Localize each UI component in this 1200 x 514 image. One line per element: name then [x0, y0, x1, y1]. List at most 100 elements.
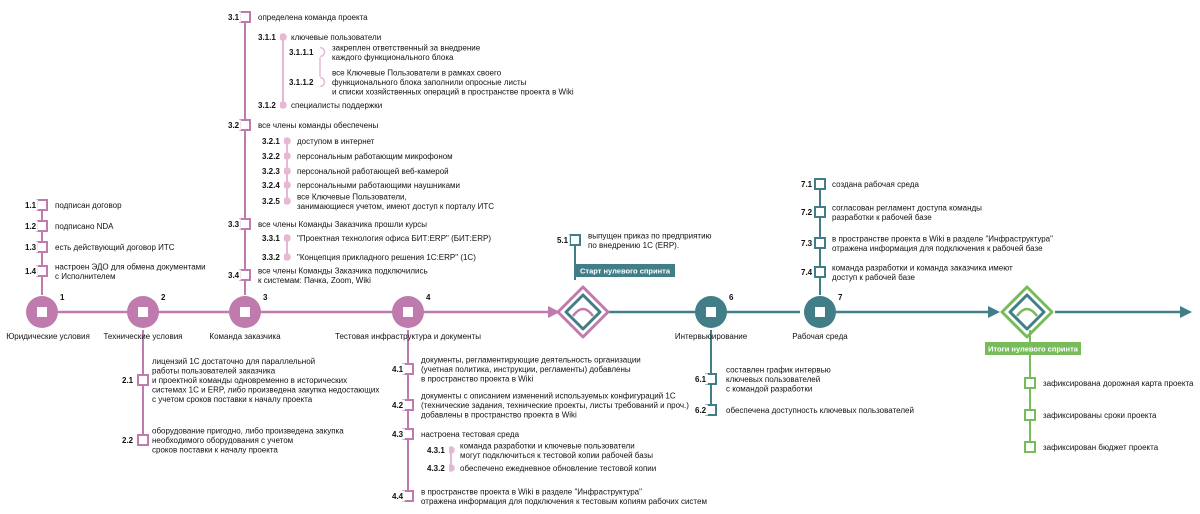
- item-text-line: в пространстве проекта в Wiki в разделе …: [832, 234, 1053, 243]
- item-text-line: зафиксирован бюджет проекта: [1043, 443, 1159, 452]
- item-text-line: к системам: Пачка, Zoom, Wiki: [258, 276, 371, 285]
- item-number-bg: [286, 46, 321, 58]
- item-text-line: занимающиеся учетом, имеют доступ к порт…: [297, 202, 494, 211]
- item-dot: [283, 253, 291, 261]
- item-text-line: персональным работающим микрофоном: [297, 152, 453, 161]
- item-text-line: лицензий 1С достаточно для параллельной: [152, 357, 315, 366]
- item-number: 3.2.3: [262, 167, 280, 176]
- item-text-line: есть действующий договор ИТС: [55, 243, 175, 252]
- item-number: 3.3.2: [262, 253, 280, 262]
- item-text-line: системах 1С и ERP, либо произведена заку…: [152, 386, 379, 395]
- item-text-line: и проектной команды одновременно в истор…: [152, 376, 347, 385]
- sprint-start-knot-icon-inner: [564, 293, 602, 331]
- milestone-label: Рабочая среда: [792, 332, 848, 341]
- item-dot: [447, 446, 455, 454]
- item-number: 6.1: [695, 375, 707, 384]
- item-number-bg: [259, 232, 284, 244]
- item-dot: [283, 197, 291, 205]
- item-dot: [283, 152, 291, 160]
- item-number-bg: [798, 237, 814, 249]
- item-number-bg: [225, 269, 241, 281]
- item-text-line: закреплен ответственный за внедрение: [332, 43, 481, 52]
- item-text-line: специалисты поддержки: [291, 101, 382, 110]
- item-number: 7.1: [801, 180, 813, 189]
- item-number: 1.3: [25, 243, 37, 252]
- item-text-line: документы, регламентирующие деятельность…: [421, 356, 641, 365]
- milestone-number: 3: [263, 293, 268, 302]
- item-number-bg: [255, 99, 280, 111]
- item-text-line: персональной работающей веб-камерой: [297, 167, 449, 176]
- item-dot: [279, 33, 287, 41]
- item-number: 7.2: [801, 208, 813, 217]
- item-text-line: подписан договор: [55, 201, 122, 210]
- item-text-line: и списки хозяйственных операций в простр…: [332, 88, 574, 97]
- item-checkbox: [239, 119, 251, 131]
- item-number: 3.2.1: [262, 137, 280, 146]
- sprint-result-knot-icon-inner: [1008, 293, 1046, 331]
- item-text-line: зафиксирована дорожная карта проекта: [1043, 379, 1194, 388]
- item-number: 4.3.2: [427, 464, 445, 473]
- item-number-bg: [798, 178, 814, 190]
- item-number: 3.3: [228, 220, 240, 229]
- item-checkbox: [814, 266, 826, 278]
- item-text-line: "Проектная технология офиса БИТ:ERP" (БИ…: [297, 234, 491, 243]
- item-text-line: определена команда проекта: [258, 13, 368, 22]
- item-checkbox: [814, 237, 826, 249]
- sprint-start-knot-icon-outer: [556, 285, 610, 339]
- item-text-line: настроена тестовая среда: [421, 430, 520, 439]
- item-number: 3.4: [228, 271, 240, 280]
- milestone-square-icon: [706, 307, 716, 317]
- item-text-line: отражена информация для подключения к те…: [421, 497, 707, 506]
- item-number: 2.1: [122, 376, 134, 385]
- item-checkbox: [1024, 441, 1036, 453]
- item-number-bg: [692, 404, 708, 416]
- badge-sprint-result: [985, 342, 1081, 355]
- item-text-line: согласован регламент доступа команды: [832, 203, 982, 212]
- item-text-line: все члены команды обеспечены: [258, 121, 378, 130]
- item-number: 3.2.5: [262, 197, 280, 206]
- item-text-line: с Исполнителем: [55, 272, 116, 281]
- item-number: 4.3.1: [427, 446, 445, 455]
- item-checkbox: [36, 199, 48, 211]
- item-number: 4.4: [392, 492, 404, 501]
- item-text-line: работы пользователей заказчика: [152, 367, 276, 376]
- item-checkbox: [137, 434, 149, 446]
- item-checkbox: [814, 178, 826, 190]
- item-text-line: все Ключевые Пользователи,: [297, 192, 407, 201]
- item-number-bg: [424, 462, 449, 474]
- item-dot: [283, 137, 291, 145]
- milestone-square-icon: [138, 307, 148, 317]
- sprint-start-knot-icon-curve: [571, 307, 595, 317]
- item-number-bg: [225, 119, 241, 131]
- item-number-bg: [259, 195, 284, 207]
- item-text-line: необходимого оборудования с учетом: [152, 436, 293, 445]
- item-text-line: по внедрению 1С (ERP).: [588, 241, 679, 250]
- item-number: 5.1: [557, 236, 569, 245]
- item-text-line: "Концепция прикладного решения 1С:ERP" (…: [297, 253, 476, 262]
- item-text-line: команда разработки и команда заказчика и…: [832, 263, 1013, 272]
- item-text-line: ключевые пользователи: [291, 33, 381, 42]
- item-dot: [283, 234, 291, 242]
- item-number-bg: [798, 266, 814, 278]
- item-number: 2.2: [122, 436, 134, 445]
- item-text-line: (учетная политика, инструкции, регламент…: [421, 365, 631, 374]
- timeline-arrow-pink: [548, 306, 560, 318]
- item-text-line: все Ключевые Пользователи в рамках своег…: [332, 69, 502, 78]
- item-checkbox: [36, 265, 48, 277]
- item-number: 1.4: [25, 267, 37, 276]
- milestone-square-icon: [37, 307, 47, 317]
- item-checkbox: [137, 374, 149, 386]
- item-number-bg: [225, 11, 241, 23]
- milestone-number: 6: [729, 293, 734, 302]
- item-number: 3.1: [228, 13, 240, 22]
- milestone-square-icon: [240, 307, 250, 317]
- item-text-line: с учетом сроков поставки к началу проект…: [152, 395, 313, 404]
- item-text-line: разработки к рабочей базе: [832, 213, 932, 222]
- item-text-line: подписано NDA: [55, 222, 114, 231]
- timeline-arrow-teal: [988, 306, 1000, 318]
- item-number-bg: [259, 251, 284, 263]
- item-number-bg: [424, 444, 449, 456]
- item-number: 3.2.2: [262, 152, 280, 161]
- item-text-line: (технические задания, технические проект…: [421, 401, 689, 410]
